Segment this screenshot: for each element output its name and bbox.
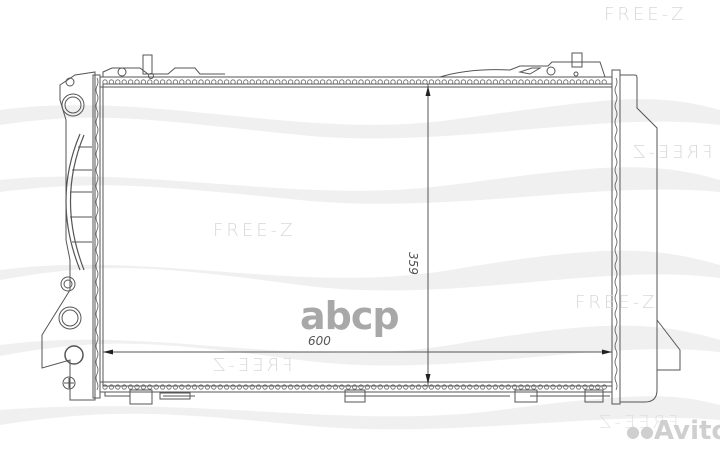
height-dimension-label: 359 <box>406 252 420 275</box>
bottom-mount-strip <box>159 392 191 400</box>
left-tank <box>41 71 96 401</box>
tank-fins <box>70 146 92 243</box>
arrow-left-icon <box>103 349 113 355</box>
avito-watermark: ●●Avito <box>626 416 720 446</box>
right-bracket <box>656 319 681 371</box>
abcp-watermark: abcp <box>300 294 400 338</box>
top-header <box>99 76 613 88</box>
right-tank <box>620 74 658 403</box>
tank-rib <box>65 133 81 271</box>
sensor-port <box>60 276 76 292</box>
upper-inlet-pipe <box>61 93 85 117</box>
width-dimension-label: 600 <box>308 334 331 348</box>
bottom-tube-row <box>102 384 607 390</box>
top-vent-pipe <box>571 52 583 68</box>
bottom-mount-left <box>129 389 153 405</box>
watermark-freez-right-mirrored: FREE-Z <box>630 142 713 163</box>
dimension-lines <box>103 84 612 386</box>
arrow-right-icon <box>602 349 612 355</box>
arrow-down-icon <box>425 374 431 384</box>
top-bracket-left <box>102 67 225 77</box>
avito-dots-icon: ●● <box>626 422 654 441</box>
bottom-mount-right <box>514 389 538 403</box>
wave-background <box>0 99 720 430</box>
lower-outlet-pipe <box>58 306 82 330</box>
right-tank-wall <box>611 69 621 405</box>
watermark-freez-bottom-mirrored: FREE-Z <box>210 355 293 376</box>
bottom-mount-center <box>344 389 366 403</box>
watermark-freez-right-lower: FREE-Z <box>575 292 658 313</box>
top-filler-neck <box>142 54 153 75</box>
drain-plug <box>62 376 76 390</box>
upper-inlet-pipe-inner <box>64 96 82 114</box>
watermark-freez-top: FREE-Z <box>604 4 687 25</box>
drain-port <box>64 345 84 365</box>
top-tube-row <box>102 79 607 85</box>
arrow-up-icon <box>425 86 431 96</box>
watermark-freez-center: FREE-Z <box>213 220 296 241</box>
top-bracket-right <box>439 61 606 78</box>
left-tank-wall <box>92 74 101 399</box>
